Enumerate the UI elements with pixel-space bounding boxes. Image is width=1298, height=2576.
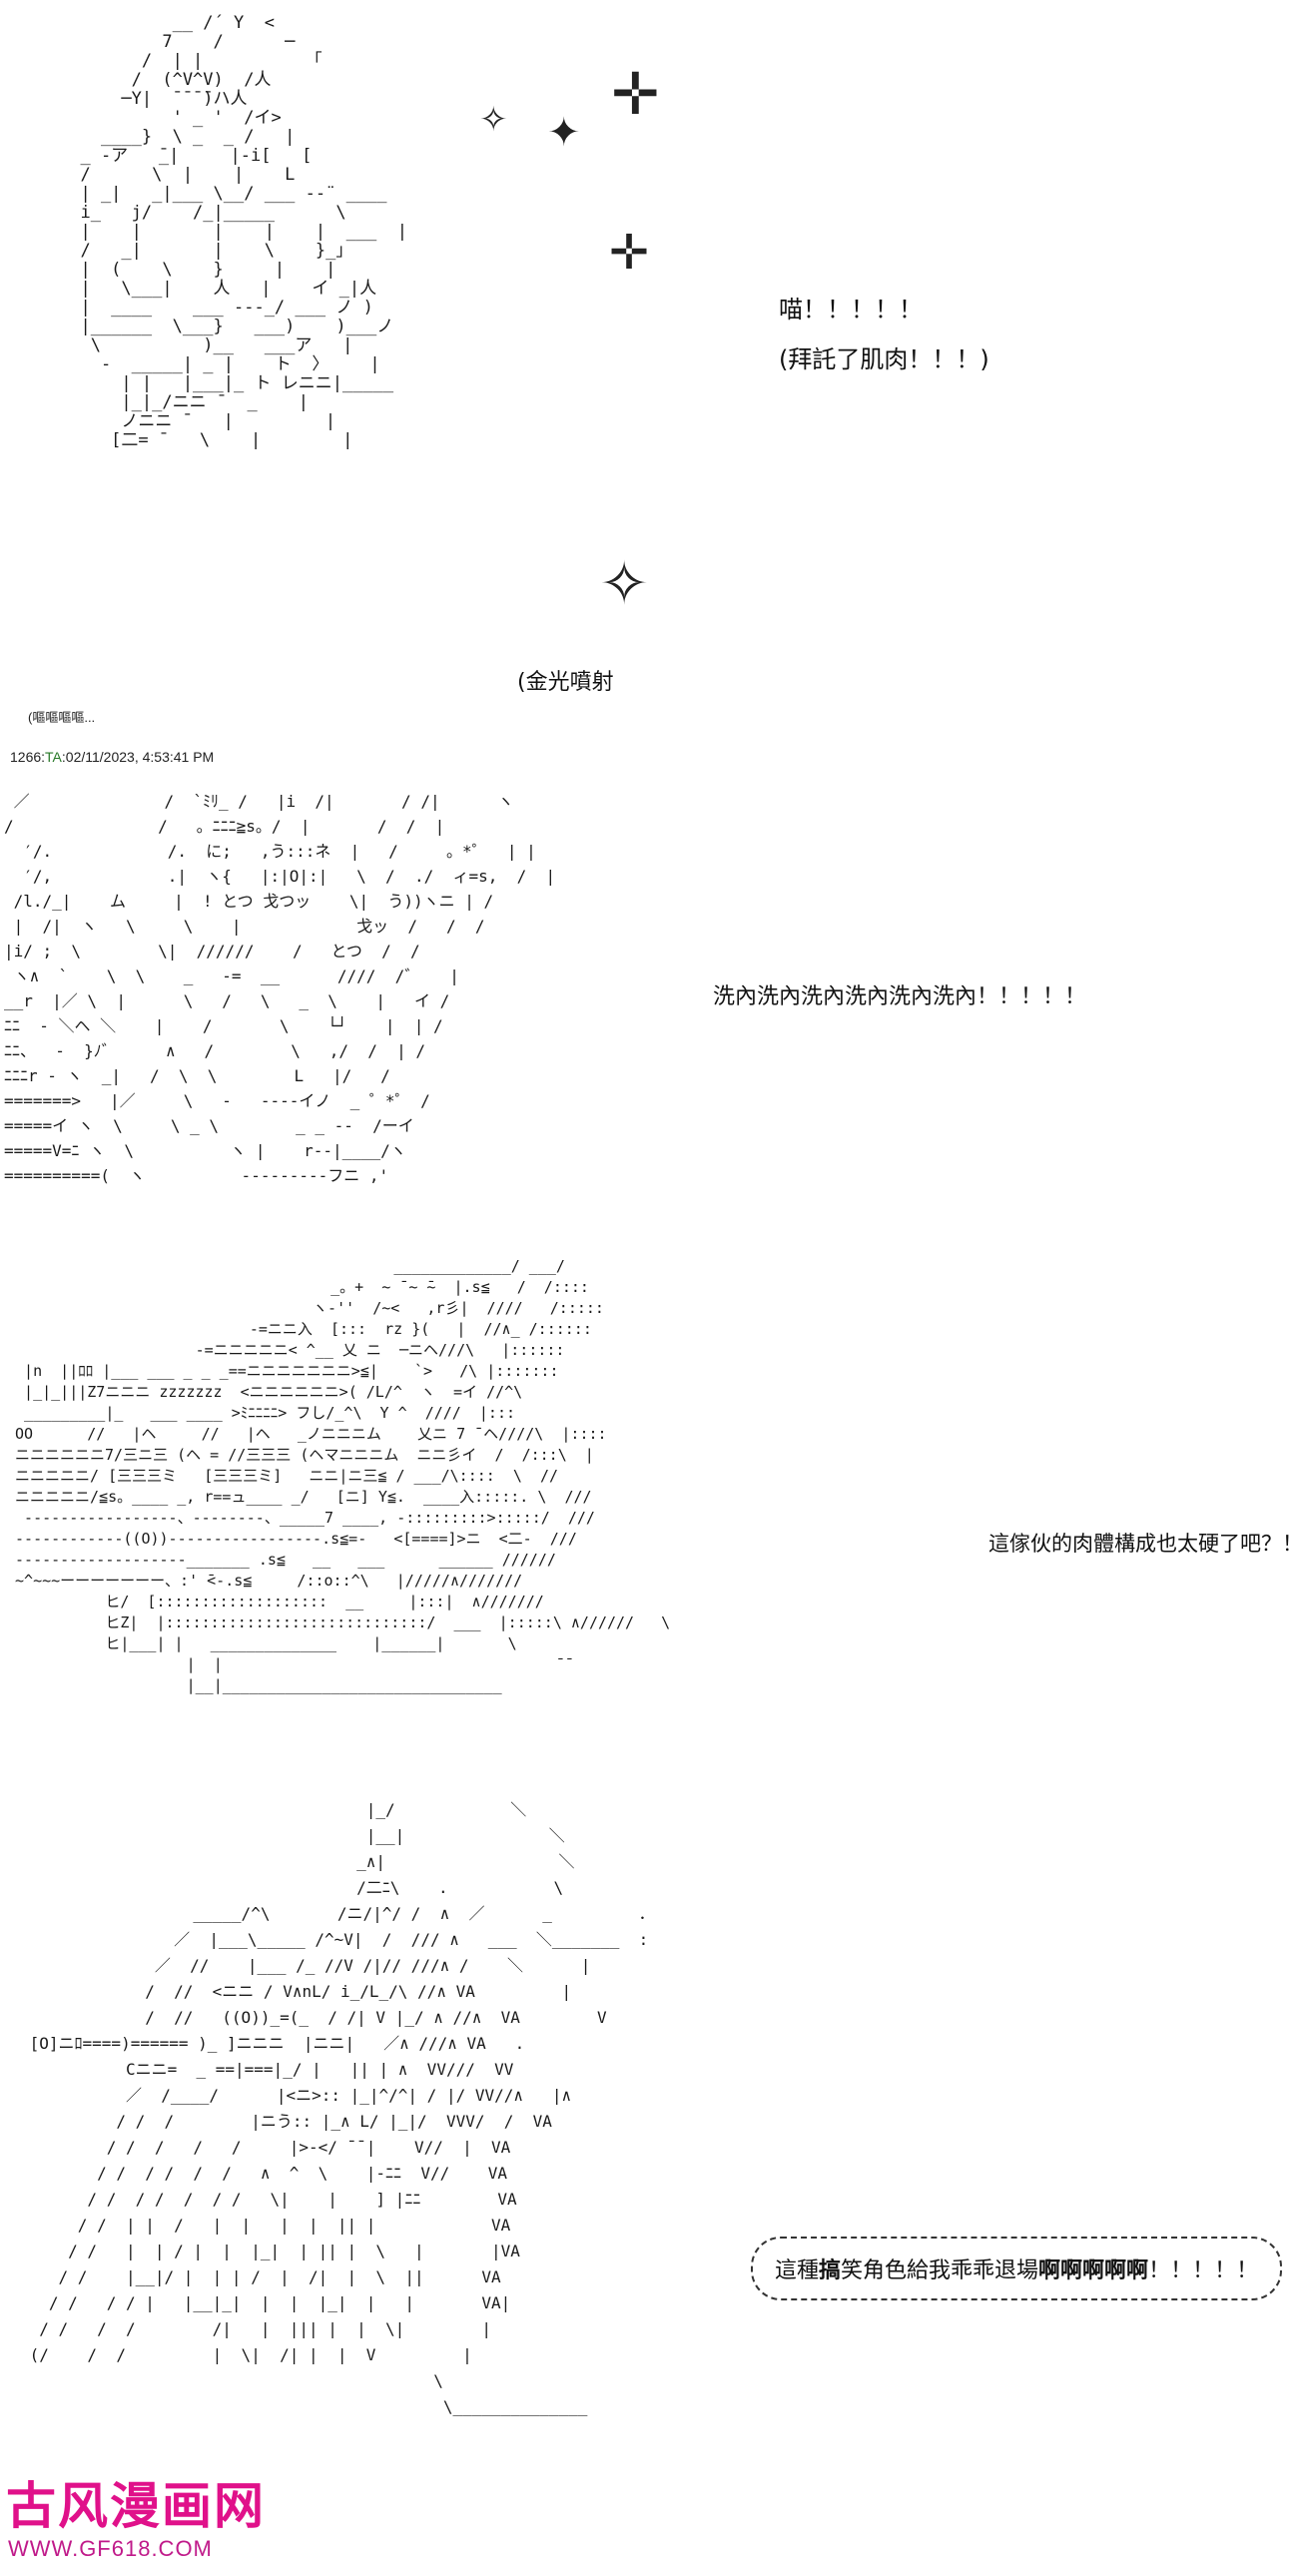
sparkle-icon: ✧ xyxy=(599,549,650,619)
sparkle-icon: ✛ xyxy=(611,60,660,128)
ascii-art-mecha-crash: _____________/ ___/ _。+ ~ ̄ ~ ̄~ |.s≦ / … xyxy=(15,1257,671,1694)
sparkle-icon: ✦ xyxy=(547,110,581,156)
ascii-art-wash-scene: ／ / `ﾐﾘ_ / |i /| / /| ヽ / / 。ﾆﾆﾆ≧s。/ | /… xyxy=(4,792,556,1185)
post-meta: 1266:TA:02/11/2023, 4:53:41 PM xyxy=(10,749,214,765)
speech-exit-bold-2: 啊啊啊啊啊 xyxy=(1038,2258,1149,2283)
sparkle-icon: ✧ xyxy=(479,100,508,140)
speech-too-hard: 這傢伙的肉體構成也太硬了吧？！ xyxy=(988,1532,1298,1556)
speech-bubble-exit: 這種搞笑角色給我乖乖退場啊啊啊啊啊！！！！！ xyxy=(751,2237,1283,2300)
post-timestamp: :02/11/2023, 4:53:41 PM xyxy=(61,749,215,765)
sparkle-icon: ✛ xyxy=(609,225,650,281)
ascii-art-gunner-mecha: |_/ ＼ |__| ＼ _∧| ＼ /二ﾆ\ . \ xyxy=(29,1800,655,2416)
caption-golden-light: (金光噴射 xyxy=(517,670,614,695)
user-id: TA xyxy=(45,749,62,765)
speech-exit-bold-1: 搞 xyxy=(819,2258,842,2283)
speech-please: (拜託了肌肉！！！) xyxy=(779,345,989,373)
side-caption: (嘔嘔嘔嘔... xyxy=(28,710,96,725)
speech-wash: 洗內洗內洗內洗內洗內洗內！！！！！ xyxy=(713,984,1087,1009)
panel-mecha-strike: _____________/ ___/ _。+ ~ ̄ ~ ̄~ |.s≦ / … xyxy=(0,1256,1298,1775)
panel-wash: ／ / `ﾐﾘ_ / |i /| / /| ヽ / / 。ﾆﾆﾆ≧s。/ | /… xyxy=(0,779,1298,1218)
panel-gunner-mecha: |_/ ＼ |__| ＼ _∧| ＼ /二ﾆ\ . \ xyxy=(0,1797,1298,2476)
watermark-logo: 古风漫画网 xyxy=(6,2476,266,2535)
ascii-art-muscle-figure: __ /´ Y < 7 / ─ / | | 「 / (^V^V) /人 ─Y| … xyxy=(80,13,407,450)
post-number: 1266: xyxy=(10,749,46,765)
speech-exit-middle: 笑角色給我乖乖退場 xyxy=(841,2258,1039,2283)
speech-meow: 喵！！！！！ xyxy=(779,296,923,323)
watermark-url: WWW.GF618.COM xyxy=(8,2536,213,2561)
speech-exit-prefix: 這種 xyxy=(775,2258,820,2283)
speech-exit-suffix: ！！！！！ xyxy=(1148,2258,1259,2283)
panel-muscle-cat: __ /´ Y < 7 / ─ / | | 「 / (^V^V) /人 ─Y| … xyxy=(0,0,1298,726)
